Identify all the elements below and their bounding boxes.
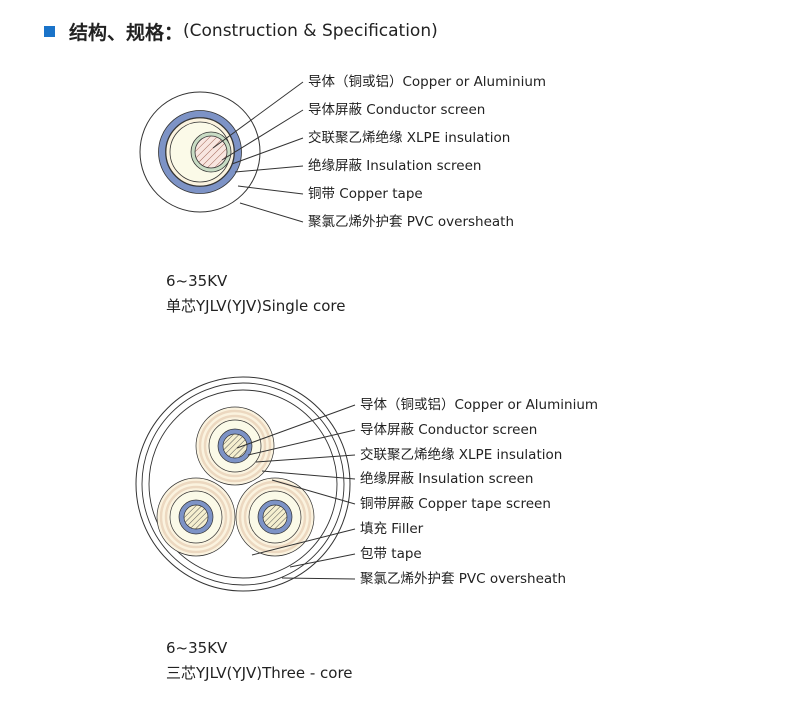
core-top-conductor xyxy=(222,433,248,459)
three-core-core-left xyxy=(156,477,236,557)
single-core-copper-tape-edge-outer xyxy=(158,110,242,194)
leader-three-insulation-screen xyxy=(261,470,356,480)
three-core-voltage: 6~35KV xyxy=(166,639,228,657)
single-core-copper-tape xyxy=(158,110,242,194)
leader-three-tape xyxy=(289,553,356,568)
core-top-tape-ring-1 xyxy=(198,409,272,483)
three-core-cable xyxy=(135,376,356,592)
single-core-label-conductor: 导体（铜或铝）Copper or Aluminium xyxy=(308,74,547,90)
three-core-pvc-oversheath-inner xyxy=(141,382,345,586)
leader-single-copper-tape xyxy=(237,185,304,195)
core-right-tape-ring-2 xyxy=(243,485,307,549)
leader-three-conductor-screen xyxy=(247,429,356,456)
core-right-conductor xyxy=(262,504,288,530)
three-core-tape xyxy=(148,389,338,579)
three-core-label-tape: 包带 tape xyxy=(360,546,422,562)
leader-single-xlpe xyxy=(231,137,304,165)
core-top-tape-ring-2 xyxy=(203,414,267,478)
square-bullet-icon xyxy=(44,25,55,37)
leader-three-conductor xyxy=(236,404,356,449)
leader-single-conductor xyxy=(212,81,304,149)
single-core-voltage: 6~35KV xyxy=(166,272,228,290)
core-left-tape-ring-1 xyxy=(159,480,233,554)
section-title-english: (Construction & Specification) xyxy=(183,21,438,41)
single-core-model: 单芯YJLV(YJV)Single core xyxy=(166,297,346,315)
three-core-label-copper-tape-screen: 铜带屏蔽 Copper tape screen xyxy=(360,496,551,512)
single-core-label-insulation-screen: 绝缘屏蔽 Insulation screen xyxy=(308,158,482,174)
three-core-label-filler: 填充 Filler xyxy=(360,521,424,537)
three-core-label-xlpe-insulation: 交联聚乙烯绝缘 XLPE insulation xyxy=(360,447,563,463)
leader-single-insulation-screen xyxy=(234,165,304,173)
single-core-label-pvc-oversheath: 聚氯乙烯外护套 PVC oversheath xyxy=(308,214,515,230)
leader-single-oversheath xyxy=(239,202,304,223)
leader-three-xlpe xyxy=(255,454,356,463)
three-core-label-conductor-screen: 导体屏蔽 Conductor screen xyxy=(360,422,538,438)
single-core-label-conductor-screen: 导体屏蔽 Conductor screen xyxy=(308,102,486,118)
three-core-core-right xyxy=(235,477,315,557)
three-core-label-conductor: 导体（铜或铝）Copper or Aluminium xyxy=(360,397,599,413)
leader-three-filler xyxy=(251,528,356,556)
single-core-label-copper-tape: 铜带 Copper tape xyxy=(308,186,423,202)
leader-single-conductor-screen xyxy=(221,109,304,161)
single-core-label-xlpe-insulation: 交联聚乙烯绝缘 XLPE insulation xyxy=(308,130,511,146)
single-core-cable xyxy=(139,81,304,223)
core-left-tape-ring-2 xyxy=(164,485,228,549)
leader-three-oversheath xyxy=(281,577,356,580)
core-right-tape-ring-1 xyxy=(238,480,312,554)
three-core-core-top xyxy=(195,406,275,486)
three-core-model: 三芯YJLV(YJV)Three - core xyxy=(166,664,353,682)
core-left-conductor xyxy=(183,504,209,530)
three-core-label-pvc-oversheath: 聚氯乙烯外护套 PVC oversheath xyxy=(360,571,567,587)
leader-three-copper-tape-screen xyxy=(271,479,356,505)
three-core-label-insulation-screen: 绝缘屏蔽 Insulation screen xyxy=(360,471,534,487)
section-title: 结构、规格： (Construction & Specification) xyxy=(44,16,438,46)
section-title-chinese: 结构、规格： xyxy=(69,21,184,44)
